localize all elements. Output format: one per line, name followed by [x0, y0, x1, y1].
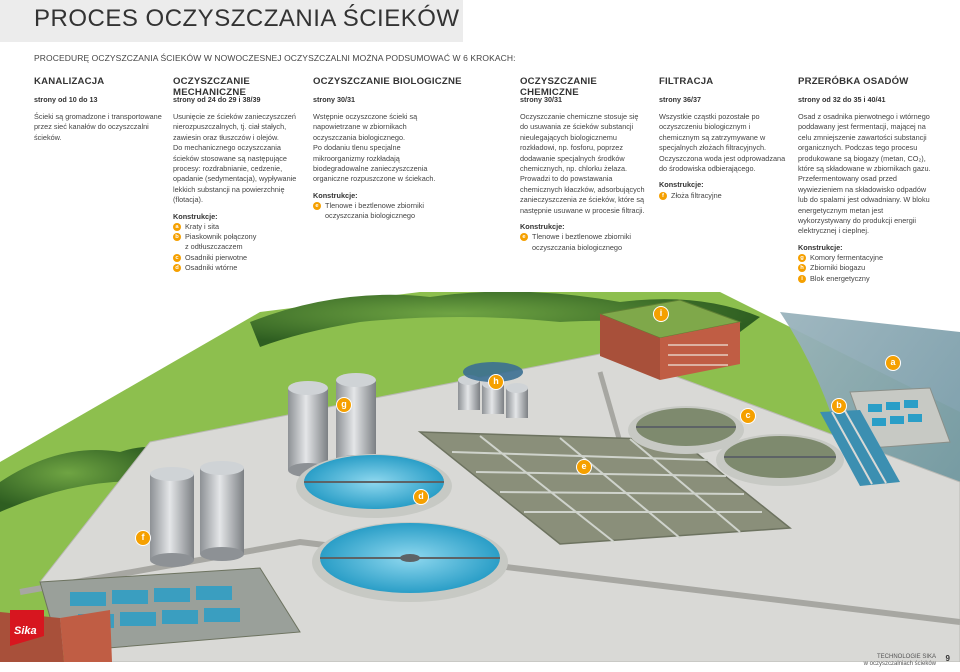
marker-b: b	[831, 398, 847, 414]
column-przerobka-osadow: PRZERÓBKA OSADÓW strony od 32 do 35 i 40…	[798, 76, 938, 283]
paragraph: Usunięcie ze ścieków zanieczyszczeń nier…	[173, 112, 296, 142]
clarifier-right	[716, 434, 844, 486]
marker-a: a	[885, 355, 901, 371]
marker-i: i	[653, 306, 669, 322]
title-bar: PROCES OCZYSZCZANIA ŚCIEKÓW	[0, 0, 463, 42]
column-pages: strony od 32 do 35 i 40/41	[798, 95, 886, 104]
tree-line	[250, 291, 760, 347]
column-text: Wszystkie cząstki pozostałe po oczyszcze…	[659, 112, 787, 201]
badge-c: c	[173, 253, 181, 262]
badge-b: b	[173, 233, 181, 242]
column-text: Usunięcie ze ścieków zanieczyszczeń nier…	[173, 112, 297, 273]
road	[597, 371, 623, 443]
column-heading: KANALIZACJA	[34, 76, 105, 87]
konstrukcje-label: Konstrukcje:	[520, 222, 565, 232]
plant-drawing: Sika	[0, 291, 960, 663]
column-heading: OCZYSZCZANIE CHEMICZNE	[520, 76, 598, 98]
secondary-clarifier	[312, 522, 508, 602]
paragraph: Oczyszczanie chemiczne stosuje się do us…	[520, 112, 645, 215]
konstrukcje-label: Konstrukcje:	[173, 211, 218, 221]
marker-d: d	[413, 489, 429, 505]
footer: TECHNOLOGIE SIKA w oczyszczalniach ściek…	[864, 654, 950, 668]
konstrukcje-label: Konstrukcje:	[313, 190, 358, 200]
column-text: Osad z osadnika pierwotnego i wtórnego p…	[798, 112, 932, 284]
column-heading: FILTRACJA	[659, 76, 714, 87]
list-item: oczyszczania biologicznego	[325, 211, 416, 221]
marker-g: g	[336, 397, 352, 413]
column-text: Oczyszczanie chemiczne stosuje się do us…	[520, 112, 646, 253]
column-text: Ścieki są gromadzone i transportowane pr…	[34, 112, 162, 143]
treatment-plant-illustration: Sika i h g a c b e d f	[0, 291, 960, 663]
badge-e: e	[520, 233, 528, 242]
paragraph: Ścieki są gromadzone i transportowane pr…	[34, 112, 162, 142]
paragraph: Wstępnie oczyszczone ścieki są napowietr…	[313, 112, 418, 142]
grit-chamber-clarifier	[628, 406, 744, 454]
aeration-tanks	[417, 431, 792, 545]
column-chemiczne: OCZYSZCZANIE CHEMICZNE strony 30/31 Oczy…	[520, 76, 650, 252]
biogas-tanks	[458, 362, 528, 418]
primary-clarifier	[296, 454, 452, 518]
paragraph: Po dodaniu tlenu specjalne mikroorganizm…	[313, 143, 436, 184]
paragraph: Osad z osadnika pierwotnego i wtórnego p…	[798, 112, 931, 236]
column-heading: OCZYSZCZANIE MECHANICZNE	[173, 76, 251, 98]
list-item: z odtłuszczaczem	[185, 242, 243, 252]
screens-building	[849, 387, 951, 449]
badge-i: i	[798, 274, 806, 283]
tree-cluster	[0, 447, 170, 512]
badge-g: g	[798, 254, 806, 263]
column-pages: strony od 24 do 29 i 38/39	[173, 95, 261, 104]
column-pages: strony od 10 do 13	[34, 95, 98, 104]
grit-channels	[820, 410, 900, 486]
column-filtracja: FILTRACJA strony 36/37 Wszystkie cząstki…	[659, 76, 789, 200]
paragraph: Wszystkie cząstki pozostałe po oczyszcze…	[659, 112, 786, 174]
intro-text: PROCEDURĘ OCZYSZCZANIA ŚCIEKÓW W NOWOCZE…	[34, 53, 516, 63]
column-biologiczne: OCZYSZCZANIE BIOLOGICZNE strony 30/31 Ws…	[313, 76, 473, 220]
column-pages: strony 30/31	[313, 95, 355, 104]
column-kanalizacja: KANALIZACJA strony od 10 do 13 Ścieki są…	[34, 76, 164, 142]
konstrukcje-label: Konstrukcje:	[798, 242, 843, 252]
marker-f: f	[135, 530, 151, 546]
marker-e: e	[576, 459, 592, 475]
road	[19, 538, 960, 625]
paragraph: Do mechanicznego oczyszczania ścieków st…	[173, 143, 297, 205]
digester-silos	[150, 373, 376, 567]
marker-c: c	[740, 408, 756, 424]
list-item: oczyszczania biologicznego	[532, 242, 623, 252]
marker-h: h	[488, 374, 504, 390]
konstrukcje-label: Konstrukcje:	[659, 180, 704, 190]
column-mechaniczne: OCZYSZCZANIE MECHANICZNE strony od 24 do…	[173, 76, 303, 272]
power-block-building	[598, 299, 742, 380]
column-text: Wstępnie oczyszczone ścieki są napowietr…	[313, 112, 439, 222]
column-heading: PRZERÓBKA OSADÓW	[798, 76, 909, 87]
page-number: 9	[945, 654, 950, 663]
column-pages: strony 30/31	[520, 95, 562, 104]
sika-logo: Sika	[10, 610, 44, 646]
page-title: PROCES OCZYSZCZANIA ŚCIEKÓW	[34, 5, 460, 32]
column-heading: OCZYSZCZANIE BIOLOGICZNE	[313, 76, 462, 87]
badge-f: f	[659, 191, 667, 200]
badge-h: h	[798, 264, 806, 273]
badge-e: e	[313, 202, 321, 211]
footer-line2: w oczyszczalniach ścieków	[863, 661, 936, 667]
badge-a: a	[173, 223, 181, 232]
badge-d: d	[173, 263, 181, 272]
svg-text:Sika: Sika	[14, 625, 37, 637]
footer-line1: TECHNOLOGIE SIKA	[876, 654, 936, 660]
column-pages: strony 36/37	[659, 95, 701, 104]
